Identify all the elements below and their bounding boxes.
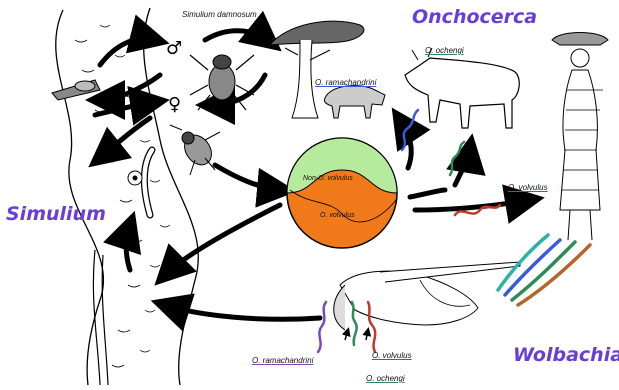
circle-top-text: Non-O. volvulus (303, 175, 353, 182)
female-fly-icon (170, 125, 220, 175)
fly-head-icon (334, 262, 520, 330)
pupa-icon (52, 80, 100, 100)
label-o-ochengi-bottom: O. ochengi (366, 374, 405, 383)
larva-icon (128, 150, 152, 215)
label-simulium-damnosum: Simulium damnosum (182, 10, 257, 19)
label-o-ramachandrini-bottom: O. ramachandrini (252, 356, 313, 365)
label-o-volvulus-bottom: O. volvulus (372, 351, 412, 360)
microfilariae-worms (402, 110, 500, 215)
female-symbol: ♀ (168, 94, 181, 115)
warthog-icon (324, 86, 385, 118)
plant-stem (93, 250, 108, 385)
male-symbol: ♂ (166, 38, 182, 59)
label-o-ramachandrini-top: O. ramachandrini (315, 78, 376, 87)
circle-bottom-text: O. volvulus (320, 212, 355, 219)
label-simulium: Simulium (6, 203, 106, 225)
cow-icon (405, 48, 519, 128)
label-o-ochengi-top: O. ochengi (425, 46, 464, 55)
stream-river (56, 8, 199, 385)
label-wolbachia: Wolbachia (513, 344, 619, 366)
label-o-volvulus-right: O. volvulus (508, 183, 548, 192)
wolbachia-circle (287, 138, 397, 248)
worms-entering (498, 235, 590, 305)
woman-icon (552, 33, 608, 241)
label-onchocerca: Onchocerca (412, 6, 537, 28)
